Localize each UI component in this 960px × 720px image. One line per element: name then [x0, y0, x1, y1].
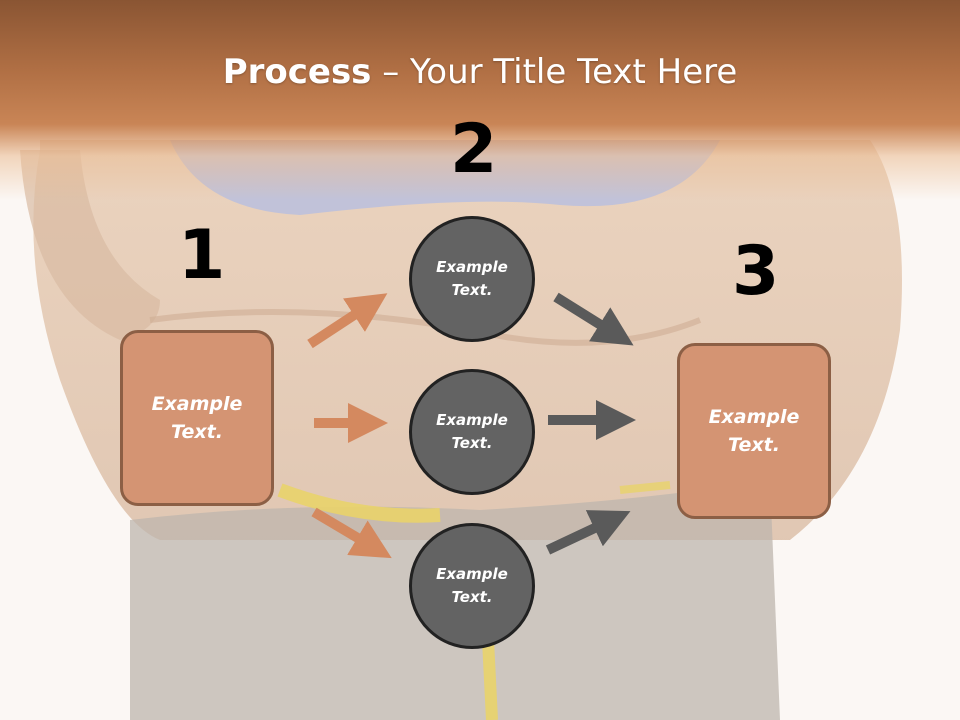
step-2-circle-middle: Example Text.	[409, 369, 535, 495]
step-number-3: 3	[732, 232, 780, 311]
step-number-1: 1	[178, 216, 226, 295]
title-bold: Process	[222, 52, 372, 92]
step-1-box: Example Text.	[120, 330, 274, 506]
slide-title: Process – Your Title Text Here	[0, 52, 960, 92]
step-2-circle-bottom: Example Text.	[409, 523, 535, 649]
header-band	[0, 0, 960, 200]
step-2-circle-top: Example Text.	[409, 216, 535, 342]
step-number-2: 2	[450, 110, 498, 189]
title-rest: – Your Title Text Here	[371, 52, 738, 92]
step-3-box: Example Text.	[677, 343, 831, 519]
